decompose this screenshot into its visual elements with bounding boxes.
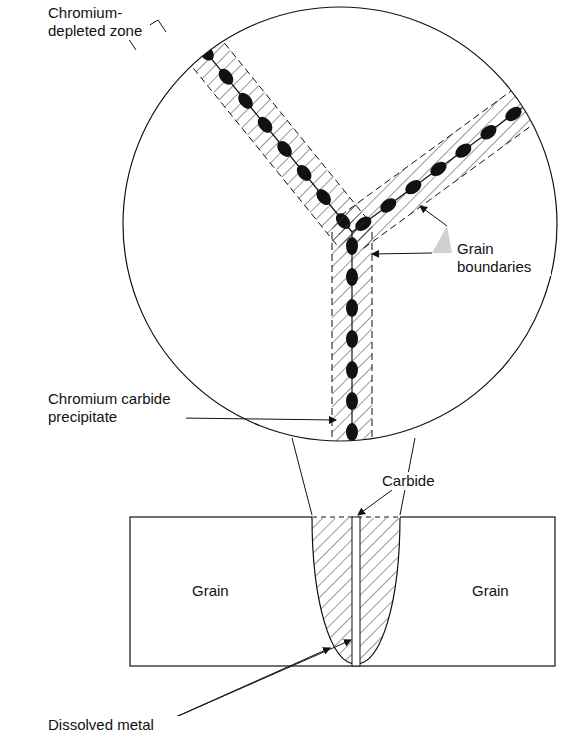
carbide-particle xyxy=(346,299,358,317)
band-edge xyxy=(340,64,548,216)
dissolved-label: Dissolved metal xyxy=(46,716,180,734)
carbide-particle xyxy=(255,114,276,136)
carbide-particle xyxy=(528,86,550,106)
pointer-triangle xyxy=(432,226,452,253)
grain-label: Grain xyxy=(470,582,534,600)
grain-label: Grain xyxy=(190,582,254,600)
leader-arrow xyxy=(372,253,432,254)
chromium-depleted-band xyxy=(332,220,372,470)
boundary-label: Grain boundaries xyxy=(455,240,551,276)
carbide-particle xyxy=(346,237,358,255)
carbide-particle xyxy=(313,186,334,208)
carbide-particle xyxy=(294,162,315,184)
leader-arrow xyxy=(358,490,392,515)
band-edge xyxy=(196,7,368,219)
grain-boundary-bands xyxy=(164,7,569,472)
carbide-particle xyxy=(177,18,198,40)
leader-arrow xyxy=(160,640,351,724)
band-edge xyxy=(332,232,333,470)
carbide-particle xyxy=(346,423,358,441)
carbide-particle xyxy=(346,361,358,379)
leader-arrow xyxy=(420,206,447,226)
carbide-particle xyxy=(403,177,425,197)
carbide-particle xyxy=(478,122,500,142)
band-edge xyxy=(364,96,569,248)
carbide-particle xyxy=(346,392,358,410)
carbide-particle xyxy=(346,268,358,286)
band-edge xyxy=(372,232,373,470)
carbide-particle xyxy=(428,159,450,179)
carbide-particle xyxy=(346,454,358,472)
projection-line xyxy=(292,438,312,515)
precipitate-label: Chromium carbide precipitate xyxy=(46,390,186,426)
grain-boundary-line xyxy=(180,20,352,232)
carbide-particle xyxy=(503,104,525,124)
band-edge xyxy=(164,33,336,245)
magnified-view-circle xyxy=(123,7,557,441)
carbide-particle xyxy=(378,195,400,215)
carbide-label: Carbide xyxy=(380,472,454,490)
carbide-particle xyxy=(235,90,256,112)
carbide-particle xyxy=(274,138,295,160)
grain-boundary-line xyxy=(352,80,560,232)
zone-label: Chromium- depleted zone xyxy=(46,4,150,40)
carbide-particle xyxy=(346,330,358,348)
carbide-particle xyxy=(216,66,237,88)
carbide-strip xyxy=(352,517,360,666)
leader-arrow xyxy=(180,418,336,420)
carbide-particle xyxy=(453,140,475,160)
